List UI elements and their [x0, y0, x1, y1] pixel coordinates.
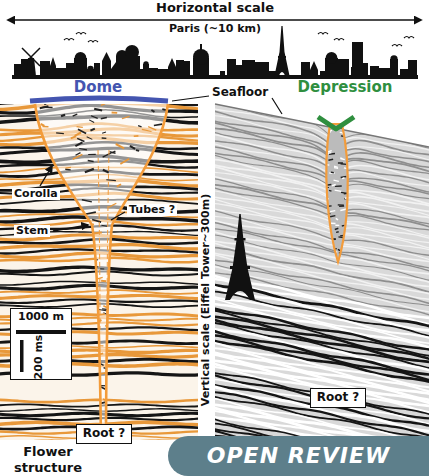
badge-text: OPEN REVIEW [207, 444, 390, 468]
box-label: Root ? [83, 427, 126, 440]
scale-heading: Horizontal scale [156, 1, 274, 15]
box-label: Root ? [317, 391, 360, 404]
corolla-arrow [40, 166, 52, 186]
chaotic-zone [30, 103, 175, 441]
eiffel-tower-icon [225, 214, 255, 300]
depression-outline [326, 124, 347, 262]
scale-label: Paris (~10 km) [167, 23, 263, 35]
root-box: Root ? [76, 424, 133, 443]
depression-marker [318, 117, 354, 129]
scale-value: 1000 m [18, 311, 64, 323]
tube-lines [98, 150, 109, 330]
feature-label: Dome [74, 79, 123, 96]
scale-value: 200 ms [33, 335, 45, 380]
figure-caption: Flower structure [6, 444, 90, 475]
flower-outline [35, 104, 168, 440]
root-box: Root ? [310, 388, 367, 407]
chimney-zone [320, 120, 358, 265]
part-label: Corolla [12, 188, 60, 200]
part-label: Tubes ? [127, 204, 177, 216]
seismic-section-right [209, 100, 429, 476]
windmill-sails [22, 48, 40, 66]
scale-box: 1000 m 200 ms [10, 308, 72, 380]
stem-arrow [53, 225, 88, 231]
feature-label: Seafloor [212, 86, 268, 99]
seafloor-line-right [215, 104, 429, 147]
feature-label: Depression [298, 79, 393, 96]
tubes-leader [111, 212, 125, 220]
scale-label: Vertical scale (Eiffel Tower~300m) [200, 194, 212, 407]
part-label: Stem [14, 225, 50, 237]
dome-marker [30, 98, 168, 101]
seismic-section-left [0, 104, 198, 440]
review-badge: OPEN REVIEW [168, 436, 429, 476]
horizontal-scale-arrow [8, 19, 421, 21]
